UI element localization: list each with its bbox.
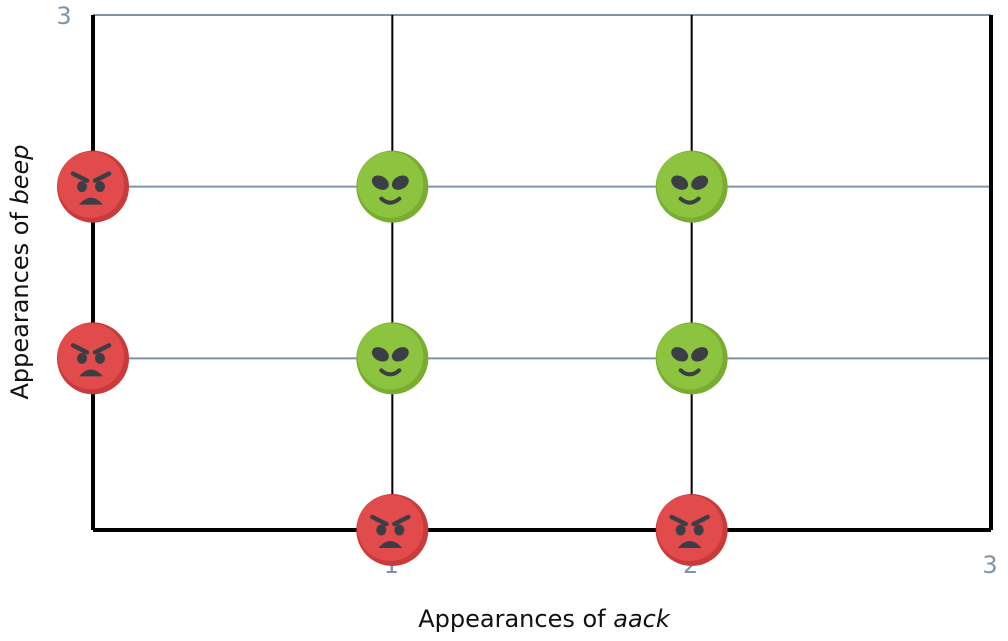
frown-mouth bbox=[79, 197, 103, 205]
left-brow bbox=[370, 514, 389, 527]
x-axis-title: Appearances of aack bbox=[418, 605, 671, 633]
left-eye bbox=[371, 347, 389, 362]
right-eye bbox=[394, 524, 405, 536]
y-tick-label: 3 bbox=[56, 2, 71, 30]
face-disc bbox=[656, 495, 723, 561]
right-brow bbox=[92, 171, 112, 183]
left-brow bbox=[70, 343, 90, 355]
left-eye bbox=[77, 181, 87, 193]
frown-mouth bbox=[79, 369, 103, 377]
left-eye bbox=[671, 347, 689, 362]
left-brow bbox=[669, 514, 688, 527]
smile-mouth bbox=[678, 368, 701, 377]
x-tick-label: 3 bbox=[982, 551, 997, 579]
smile-mouth bbox=[379, 368, 402, 377]
tick-labels: 123123 bbox=[56, 2, 997, 579]
face-disc bbox=[58, 323, 124, 390]
angry-face-point bbox=[57, 150, 129, 223]
face-disc bbox=[58, 151, 124, 218]
grid-lines bbox=[93, 14, 991, 530]
right-eye bbox=[691, 347, 709, 362]
x-axis-title-emph: aack bbox=[613, 605, 671, 633]
right-brow bbox=[392, 514, 411, 527]
angry-face-point bbox=[655, 494, 728, 566]
face-disc bbox=[656, 151, 723, 218]
smile-mouth bbox=[379, 196, 402, 205]
right-eye bbox=[391, 175, 409, 190]
y-axis-title: Appearances of beep bbox=[6, 145, 34, 400]
right-brow bbox=[691, 514, 710, 527]
happy-alien-point bbox=[356, 150, 429, 223]
face-disc bbox=[357, 495, 424, 561]
left-eye bbox=[371, 175, 389, 190]
smile-mouth bbox=[678, 196, 701, 205]
y-axis-title-prefix: Appearances of bbox=[6, 205, 34, 400]
left-eye bbox=[671, 175, 689, 190]
data-points bbox=[57, 150, 728, 566]
angry-face-point bbox=[57, 322, 129, 395]
plot-frame bbox=[91, 15, 993, 532]
right-eye bbox=[693, 524, 704, 536]
x-axis-title-prefix: Appearances of bbox=[418, 605, 613, 633]
left-eye bbox=[675, 524, 686, 536]
right-eye bbox=[691, 175, 709, 190]
y-axis-title-emph: beep bbox=[6, 145, 34, 205]
right-eye bbox=[391, 347, 409, 362]
left-eye bbox=[376, 524, 387, 536]
left-eye bbox=[77, 352, 87, 364]
right-eye bbox=[95, 352, 105, 364]
face-disc bbox=[357, 151, 424, 218]
frown-mouth bbox=[677, 541, 702, 548]
happy-alien-point bbox=[655, 150, 728, 223]
face-disc bbox=[656, 323, 723, 390]
frown-mouth bbox=[378, 541, 403, 548]
right-brow bbox=[92, 343, 112, 355]
right-eye bbox=[95, 181, 105, 193]
left-brow bbox=[70, 171, 90, 183]
happy-alien-point bbox=[655, 322, 728, 395]
angry-face-point bbox=[356, 494, 429, 566]
face-disc bbox=[357, 323, 424, 390]
happy-alien-point bbox=[356, 322, 429, 395]
